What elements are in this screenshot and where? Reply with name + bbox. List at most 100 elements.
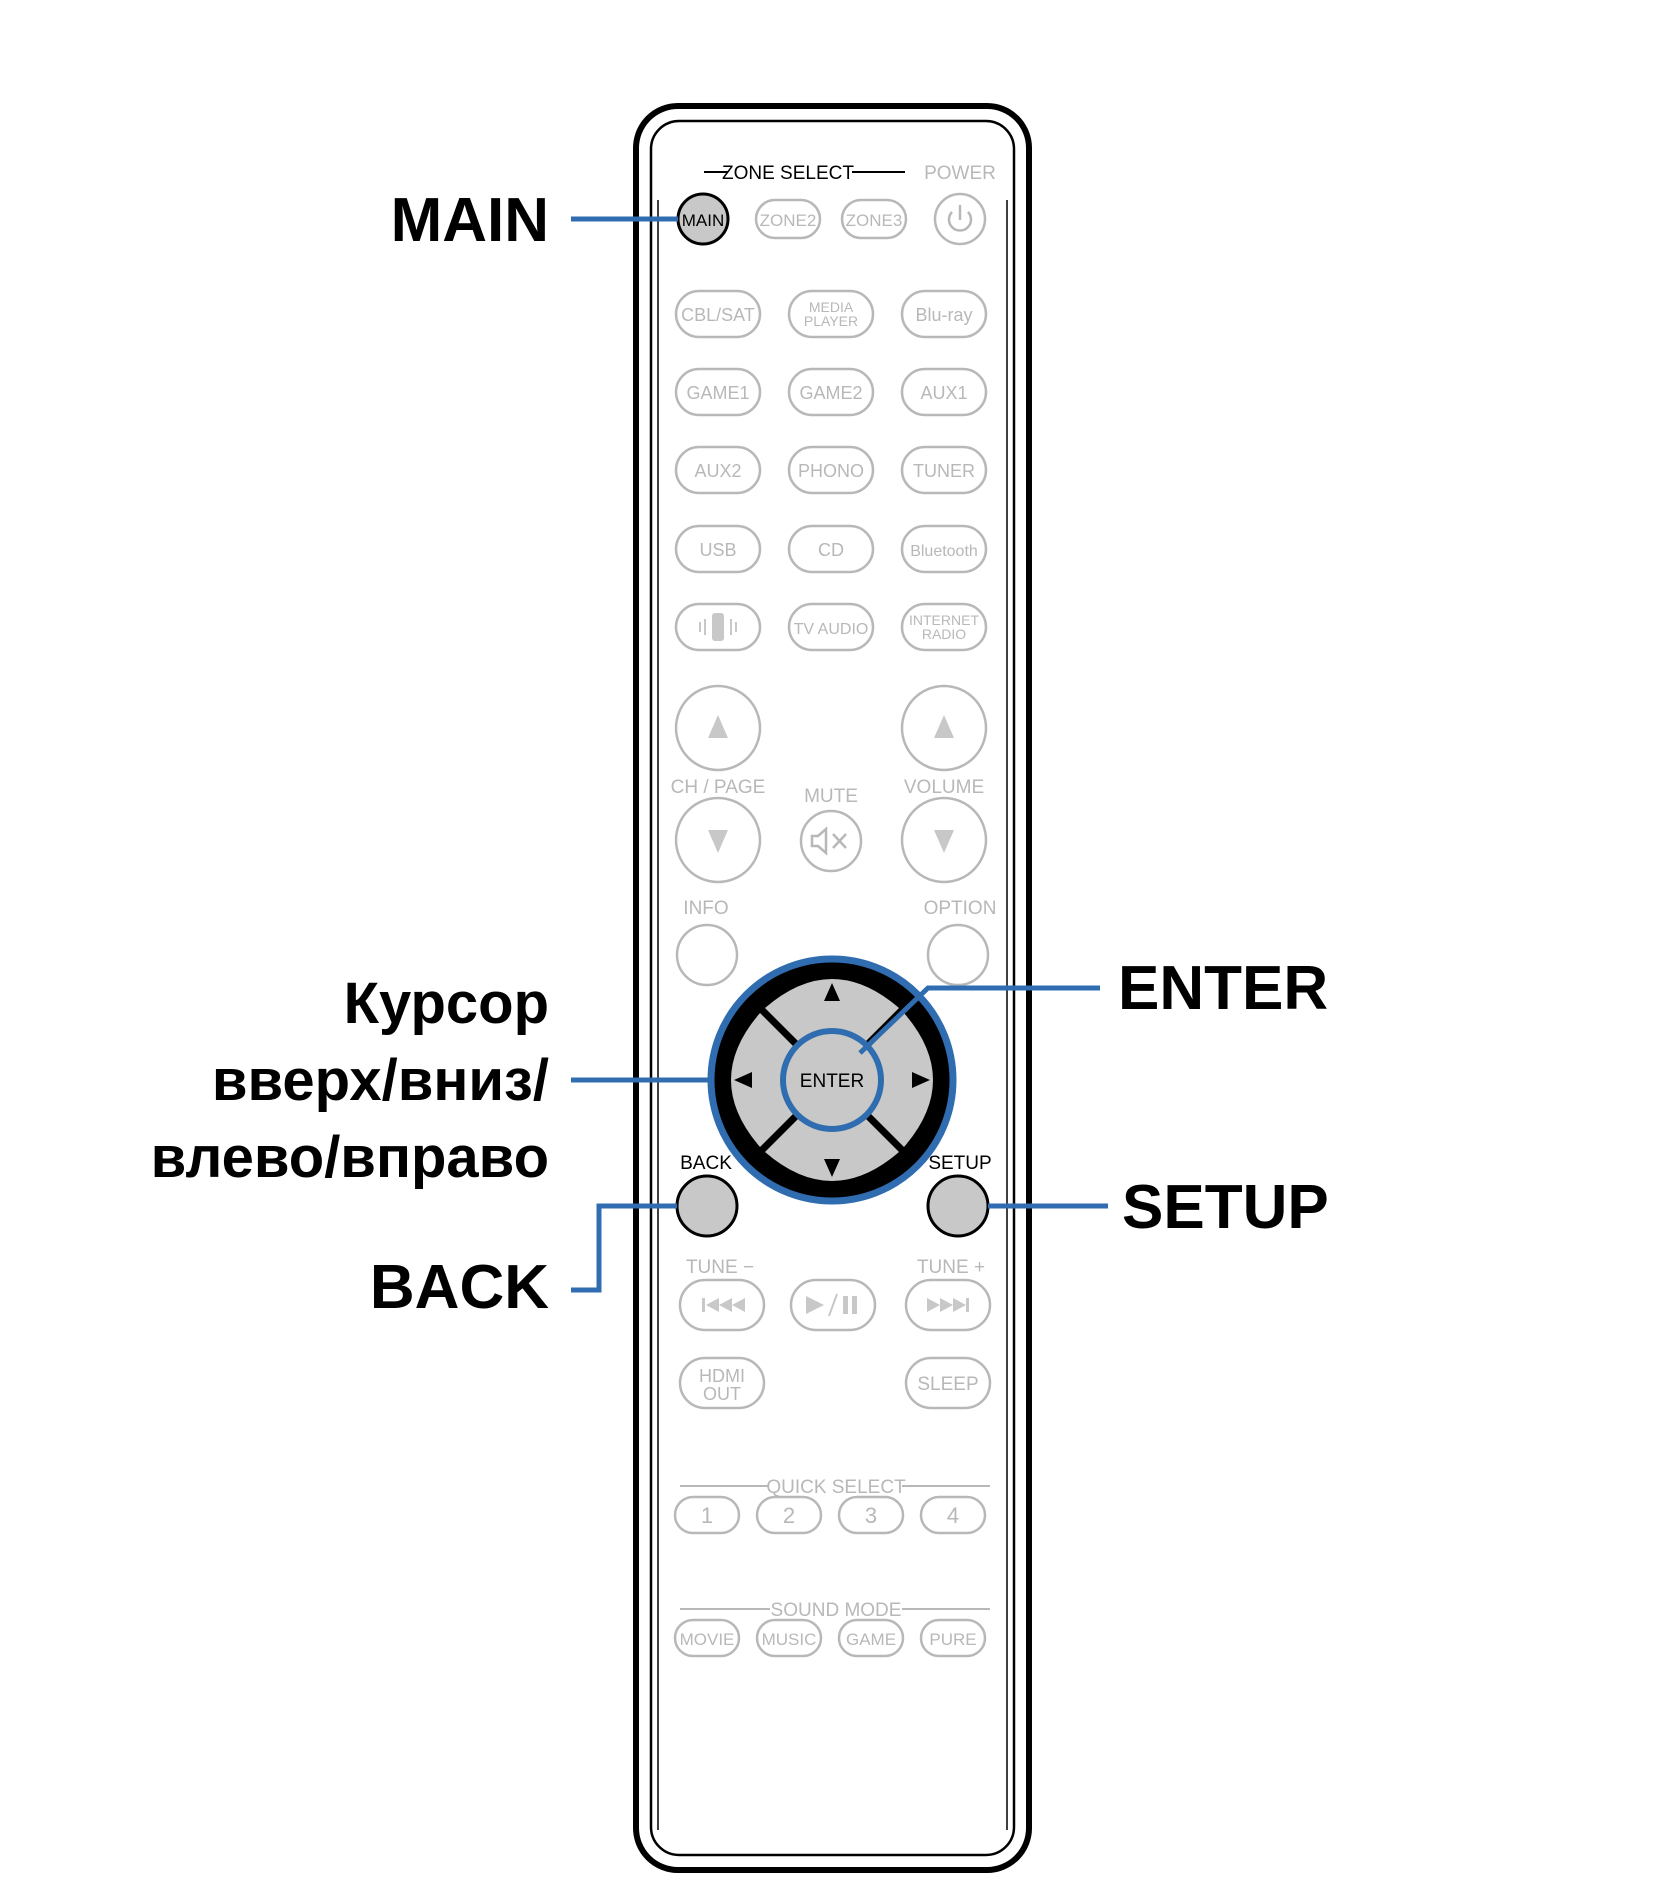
- next-track-button[interactable]: [904, 1278, 992, 1332]
- sound-mode-label: MOVIE: [680, 1630, 735, 1649]
- blu-ray-button[interactable]: Blu-ray: [900, 289, 988, 339]
- triangle-up-icon: [934, 715, 954, 738]
- hdmi-out-line1: HDMI: [699, 1366, 745, 1386]
- tv-audio-label: TV AUDIO: [794, 621, 869, 638]
- cursor-left-button[interactable]: [731, 1013, 797, 1147]
- quick-select-row: 1 2 3 4: [673, 1495, 987, 1535]
- cd-button[interactable]: CD: [787, 524, 875, 574]
- aux2-label: AUX2: [694, 461, 741, 481]
- volume-up-button[interactable]: [900, 684, 988, 772]
- cbl-sat-label: CBL/SAT: [681, 305, 755, 325]
- main-button-label: MAIN: [682, 211, 725, 230]
- quick-select-4-button[interactable]: 4: [919, 1495, 987, 1535]
- ch-page-down-button[interactable]: [674, 796, 762, 884]
- enter-button[interactable]: ENTER: [780, 1028, 884, 1132]
- pure-mode-button[interactable]: PURE: [919, 1618, 987, 1658]
- info-button[interactable]: [675, 923, 739, 987]
- option-label: OPTION: [924, 898, 997, 919]
- quick-select-label: 3: [865, 1503, 877, 1528]
- sound-mode-row: MOVIE MUSIC GAME PURE: [673, 1618, 987, 1658]
- quick-select-label: 1: [701, 1503, 713, 1528]
- music-mode-button[interactable]: MUSIC: [755, 1618, 823, 1658]
- zone-select-label: ZONE SELECT: [722, 163, 854, 184]
- play-pause-button[interactable]: [789, 1278, 877, 1332]
- back-label: BACK: [680, 1153, 732, 1174]
- game1-button[interactable]: GAME1: [674, 367, 762, 417]
- sound-mode-label: PURE: [929, 1630, 976, 1649]
- aux2-button[interactable]: AUX2: [674, 445, 762, 495]
- volume-label: VOLUME: [904, 777, 984, 798]
- quick-select-1-button[interactable]: 1: [673, 1495, 741, 1535]
- media-player-label-line: PLAYER: [804, 313, 858, 329]
- tune-minus-label: TUNE −: [686, 1257, 754, 1278]
- quick-select-2-button[interactable]: 2: [755, 1495, 823, 1535]
- blu-ray-label: Blu-ray: [915, 305, 972, 325]
- info-label: INFO: [683, 898, 728, 919]
- quick-select-label: 2: [783, 1503, 795, 1528]
- cursor-up-button[interactable]: [765, 979, 899, 1045]
- back-callout: BACK: [370, 1253, 549, 1322]
- option-button[interactable]: [926, 923, 990, 987]
- tuner-button[interactable]: TUNER: [900, 445, 988, 495]
- zone3-button[interactable]: ZONE3: [840, 198, 908, 240]
- sound-mode-label: SOUND MODE: [771, 1600, 902, 1621]
- phono-button[interactable]: PHONO: [787, 445, 875, 495]
- zone3-button-label: ZONE3: [846, 211, 903, 230]
- tuner-label: TUNER: [913, 461, 975, 481]
- aux1-label: AUX1: [920, 383, 967, 403]
- internet-radio-label-line: RADIO: [922, 626, 966, 642]
- enter-button-label: ENTER: [800, 1071, 864, 1092]
- power-button[interactable]: [933, 192, 987, 246]
- internet-radio-label-line: INTERNET: [909, 612, 979, 628]
- main-callout: MAIN: [391, 186, 549, 255]
- sleep-button[interactable]: SLEEP: [904, 1356, 992, 1410]
- game2-button[interactable]: GAME2: [787, 367, 875, 417]
- cursor-pad: ENTER: [707, 955, 957, 1205]
- volume-down-button[interactable]: [900, 796, 988, 884]
- quick-select-label: 4: [947, 1503, 959, 1528]
- power-icon: [947, 211, 973, 232]
- setup-button[interactable]: [926, 1174, 990, 1238]
- skip-forward-icon: [927, 1298, 969, 1312]
- usb-button[interactable]: USB: [674, 524, 762, 574]
- quick-select-3-button[interactable]: 3: [837, 1495, 905, 1535]
- ch-page-up-button[interactable]: [674, 684, 762, 772]
- hdmi-control-button[interactable]: [674, 602, 762, 652]
- zone2-button[interactable]: ZONE2: [754, 198, 822, 240]
- hdmi-out-button[interactable]: HDMI OUT: [678, 1356, 766, 1410]
- mute-speaker-icon: [810, 826, 847, 856]
- enter-callout: ENTER: [1118, 954, 1328, 1023]
- triangle-down-icon: [934, 830, 954, 853]
- cd-label: CD: [818, 540, 844, 560]
- triangle-up-icon: [824, 983, 840, 1001]
- cursor-down-button[interactable]: [765, 1115, 899, 1181]
- game1-label: GAME1: [686, 383, 749, 403]
- power-label: POWER: [924, 163, 996, 184]
- skip-back-icon: [702, 1298, 745, 1312]
- cursor-right-button[interactable]: [867, 1013, 933, 1147]
- cbl-sat-button[interactable]: CBL/SAT: [674, 289, 762, 339]
- movie-mode-button[interactable]: MOVIE: [673, 1618, 741, 1658]
- aux1-button[interactable]: AUX1: [900, 367, 988, 417]
- tune-plus-label: TUNE +: [917, 1257, 985, 1278]
- back-button[interactable]: [675, 1174, 739, 1238]
- sound-mode-label: GAME: [846, 1630, 896, 1649]
- tv-audio-button[interactable]: TV AUDIO: [787, 602, 875, 652]
- previous-track-button[interactable]: [678, 1278, 766, 1332]
- bluetooth-button[interactable]: Bluetooth: [900, 524, 988, 574]
- triangle-right-icon: [912, 1072, 930, 1088]
- mute-label: MUTE: [804, 786, 858, 807]
- main-button[interactable]: MAIN: [676, 192, 730, 246]
- game-mode-button[interactable]: GAME: [837, 1618, 905, 1658]
- phono-label: PHONO: [798, 461, 864, 481]
- cursor-callout-line3: влево/вправо: [151, 1125, 549, 1190]
- setup-label: SETUP: [928, 1153, 991, 1174]
- cursor-callout-line2: вверх/вниз/: [212, 1048, 549, 1113]
- mute-button[interactable]: [799, 809, 863, 873]
- game2-label: GAME2: [799, 383, 862, 403]
- callout-lines: [571, 216, 1108, 1293]
